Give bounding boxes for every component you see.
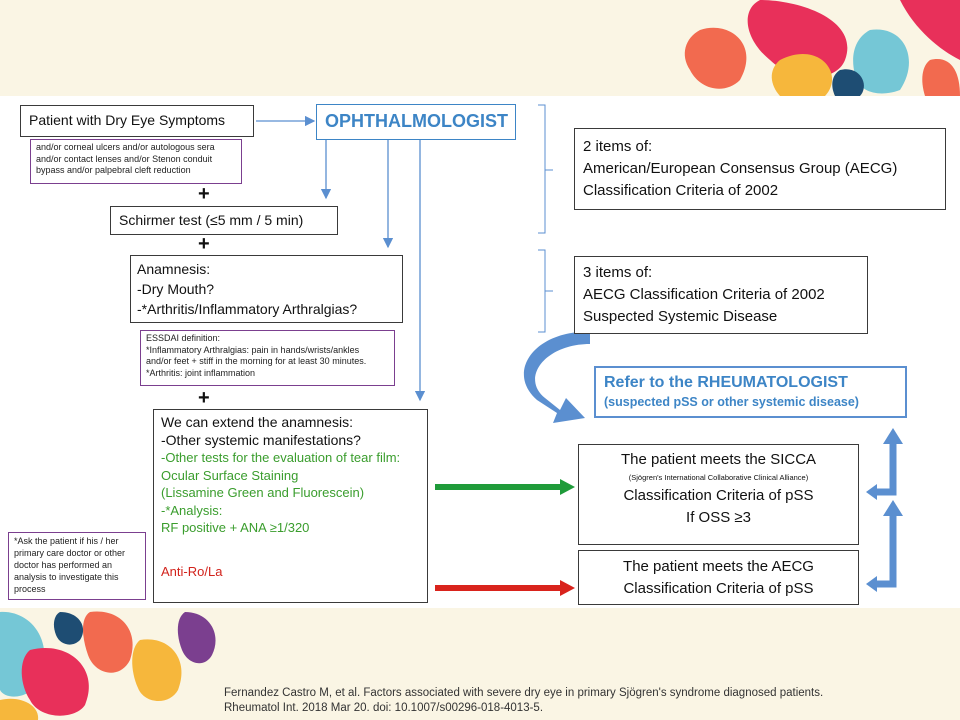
conditions-box: and/or corneal ulcers and/or autologous …: [30, 139, 242, 184]
ask-note-line: doctor has performed an: [14, 560, 113, 570]
tear-film-line: (Lissamine Green and Fluorescein): [161, 485, 365, 500]
ask-note-line: *Ask the patient if his / her: [14, 536, 119, 546]
extend-line: -Other systemic manifestations?: [161, 431, 361, 448]
schirmer-box: Schirmer test (≤5 mm / 5 min): [110, 206, 338, 235]
plus-sign: +: [198, 387, 210, 409]
conditions-line: and/or corneal ulcers and/or autologous …: [36, 142, 215, 152]
aecg-box: The patient meets the AECG Classificatio…: [578, 550, 859, 605]
sicca-criteria: Classification Criteria of pSS: [623, 487, 814, 504]
anamnesis-box: Anamnesis: -Dry Mouth? -*Arthritis/Infla…: [130, 255, 403, 323]
ask-note-box: *Ask the patient if his / her primary ca…: [8, 532, 146, 600]
anamnesis-line: -*Arthritis/Inflammatory Arthralgias?: [137, 301, 358, 317]
analysis-line: RF positive + ANA ≥1/320: [161, 520, 310, 535]
essdai-line: *Inflammatory Arthralgias: pain in hands…: [146, 344, 360, 355]
extend-box: We can extend the anamnesis: -Other syst…: [153, 409, 428, 603]
tear-film-line: -Other tests for the evaluation of tear …: [161, 450, 401, 465]
essdai-line: and/or feet + stiff in the morning for a…: [146, 356, 367, 366]
citation-line: Rheumatol Int. 2018 Mar 20. doi: 10.1007…: [224, 702, 544, 714]
sicca-oss: If OSS ≥3: [686, 509, 751, 526]
three-items-box: 3 items of: AECG Classification Criteria…: [574, 256, 868, 334]
anamnesis-line: Anamnesis:: [137, 261, 211, 277]
ophthalmologist-box: OPHTHALMOLOGIST: [316, 104, 516, 140]
citation-line: Fernandez Castro M, et al. Factors assoc…: [224, 687, 824, 699]
anamnesis-line: -Dry Mouth?: [137, 281, 215, 297]
essdai-box: ESSDAI definition: *Inflammatory Arthral…: [140, 330, 395, 386]
citation: Fernandez Castro M, et al. Factors assoc…: [224, 686, 823, 716]
sicca-box: The patient meets the SICCA (Sjögren's I…: [578, 444, 859, 545]
essdai-line: *Arthritis: joint inflammation: [146, 367, 256, 378]
schirmer-label: Schirmer test (≤5 mm / 5 min): [119, 212, 304, 228]
plus-sign: +: [198, 183, 210, 205]
refer-rheumatologist-box: Refer to the RHEUMATOLOGIST (suspected p…: [594, 366, 907, 418]
two-items-line: 2 items of:: [583, 138, 653, 155]
plus-sign: +: [198, 233, 210, 255]
three-items-line: Suspected Systemic Disease: [583, 308, 778, 325]
sicca-subtitle: (Sjögren's International Collaborative C…: [628, 473, 809, 482]
aecg-line: Classification Criteria of pSS: [623, 580, 814, 597]
ask-note-line: primary care doctor or other: [14, 548, 126, 558]
refer-title: Refer to the RHEUMATOLOGIST: [604, 374, 848, 391]
conditions-line: bypass and/or palpebral cleft reduction: [36, 165, 191, 175]
anti-ro-label: Anti-Ro/La: [161, 563, 223, 579]
three-items-line: 3 items of:: [583, 264, 653, 281]
two-items-box: 2 items of: American/European Consensus …: [574, 128, 946, 210]
two-items-line: Classification Criteria of 2002: [583, 182, 779, 199]
refer-subtitle: (suspected pSS or other systemic disease…: [604, 395, 859, 409]
ask-note-line: analysis to investigate this: [14, 572, 119, 582]
patient-label: Patient with Dry Eye Symptoms: [29, 112, 226, 128]
sicca-title: The patient meets the SICCA: [620, 451, 817, 468]
aecg-line: The patient meets the AECG: [623, 558, 814, 575]
three-items-line: AECG Classification Criteria of 2002: [583, 286, 825, 303]
ophthalmologist-label: OPHTHALMOLOGIST: [325, 111, 508, 131]
essdai-line: ESSDAI definition:: [146, 333, 221, 343]
patient-box: Patient with Dry Eye Symptoms: [20, 105, 254, 137]
extend-line: We can extend the anamnesis:: [161, 414, 353, 430]
tear-film-line: Ocular Surface Staining: [161, 467, 299, 483]
ask-note-line: process: [14, 584, 46, 594]
two-items-line: American/European Consensus Group (AECG): [583, 160, 898, 177]
conditions-line: and/or contact lenses and/or Stenon cond…: [36, 153, 213, 164]
analysis-line: -*Analysis:: [161, 502, 223, 518]
